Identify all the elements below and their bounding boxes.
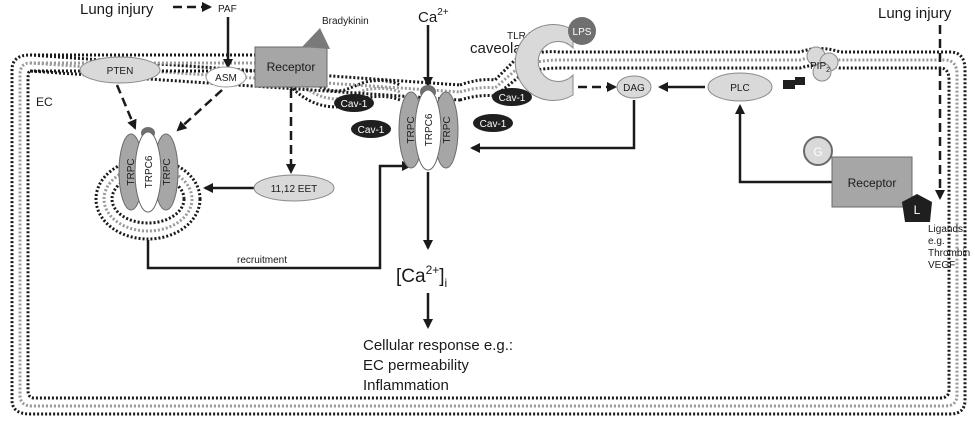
pip2-label: PIP2 — [810, 61, 830, 74]
svg-text:TRPC6: TRPC6 — [424, 113, 435, 146]
svg-text:PTEN: PTEN — [107, 66, 134, 77]
plc-node: PLC — [707, 72, 773, 102]
arrows — [115, 2, 945, 329]
cellular-response-text: Cellular response e.g.: EC permeability … — [363, 337, 517, 394]
ec-label: EC — [36, 95, 53, 109]
dag-node: DAG — [616, 75, 652, 99]
tlr4-label: TLR4 — [507, 31, 532, 42]
cav1-right-top: Cav-1 — [492, 88, 532, 106]
g-protein: G — [803, 136, 833, 166]
bradykinin-label: Bradykinin — [322, 16, 369, 27]
svg-text:Cav-1: Cav-1 — [358, 125, 385, 136]
svg-text:TRPC: TRPC — [126, 158, 137, 185]
cav1-right-bottom: Cav-1 — [473, 114, 513, 132]
cav1-left-top: Cav-1 — [334, 94, 374, 112]
svg-text:Cav-1: Cav-1 — [499, 93, 526, 104]
svg-text:LPS: LPS — [573, 27, 592, 38]
svg-text:Receptor: Receptor — [267, 60, 316, 74]
asm-node: ASM — [205, 66, 247, 88]
caveola-label: caveola — [470, 40, 522, 57]
lung-injury-left-label: Lung injury — [80, 1, 154, 18]
bradykinin-triangle — [302, 28, 330, 49]
svg-text:11,12 EET: 11,12 EET — [271, 184, 318, 195]
svg-text:TRPC: TRPC — [406, 116, 417, 143]
eet-node: 11,12 EET — [253, 174, 335, 202]
svg-text:TRPC: TRPC — [162, 158, 173, 185]
lung-injury-right-label: Lung injury — [878, 5, 952, 22]
svg-text:TRPC: TRPC — [442, 116, 453, 143]
trpc-channel-membrane: TRPC TRPC6 TRPC — [398, 85, 459, 171]
svg-text:Cav-1: Cav-1 — [341, 99, 368, 110]
receptor-right: Receptor — [831, 156, 913, 208]
tlr4-receptor — [514, 24, 574, 101]
intracellular-ca-label: [Ca2+]i — [396, 263, 447, 290]
ca-top-label: Ca2+ — [418, 7, 449, 26]
recruitment-label: recruitment — [237, 255, 287, 266]
lps-node: LPS — [568, 17, 596, 45]
svg-text:TRPC6: TRPC6 — [144, 155, 155, 188]
svg-text:L: L — [914, 203, 921, 217]
svg-text:G: G — [813, 145, 822, 159]
receptor-left: Receptor — [254, 46, 328, 88]
svg-text:Receptor: Receptor — [848, 176, 897, 190]
pip2-node: PIP2 — [783, 46, 839, 89]
ligands-label: Ligands e.g. Thrombin VEGF — [928, 224, 973, 271]
ligand-node: L — [902, 194, 932, 222]
pten-node: PTEN — [79, 56, 161, 84]
trpc-channel-vesicle: TRPC TRPC6 TRPC — [118, 127, 179, 213]
svg-text:Cav-1: Cav-1 — [480, 119, 507, 130]
cav1-left-bottom: Cav-1 — [351, 120, 391, 138]
svg-text:ASM: ASM — [215, 73, 237, 84]
paf-label: PAF — [218, 4, 237, 15]
svg-text:PLC: PLC — [730, 83, 749, 94]
svg-text:DAG: DAG — [623, 83, 645, 94]
